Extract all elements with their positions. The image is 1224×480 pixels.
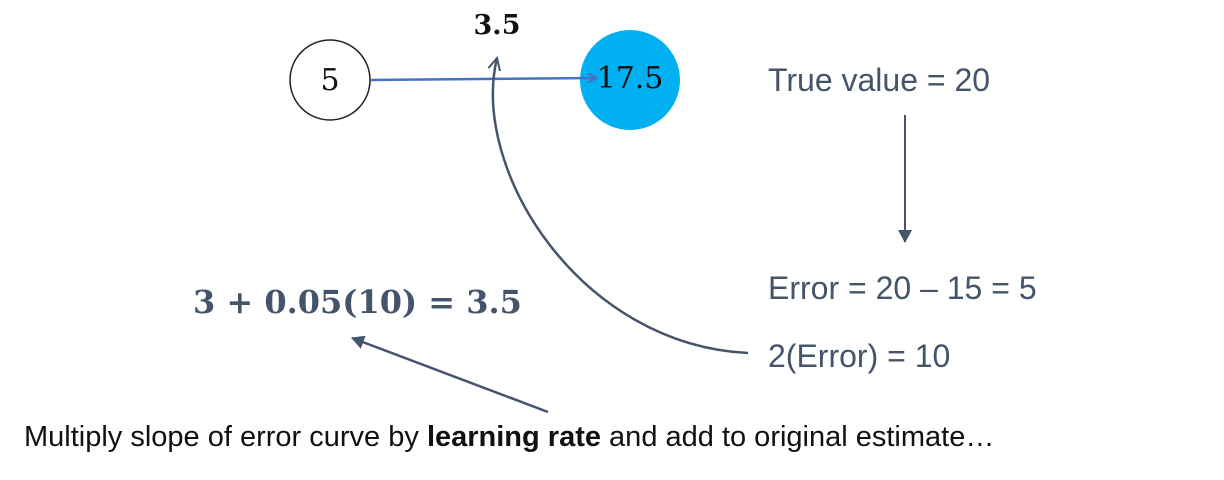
error-label: Error = 20 – 15 = 5 [768, 270, 1037, 306]
input-node [289, 39, 371, 121]
caption-text-before: Multiply slope of error curve by [24, 421, 427, 453]
caption-to-equation-arrow [351, 335, 549, 414]
slope-label: 2(Error) = 10 [768, 338, 951, 374]
weight-label: 3.5 [473, 10, 521, 41]
caption-text-bold: learning rate [426, 421, 601, 453]
update-equation: 3 + 0.05(10) = 3.5 [193, 283, 522, 321]
caption-text-after: and add to original estimate… [601, 421, 995, 453]
caption: Multiply slope of error curve by learnin… [24, 423, 994, 452]
input-node-label: 5 [320, 63, 340, 98]
output-node [580, 30, 680, 130]
true-value-label: True value = 20 [768, 62, 991, 98]
connection-arrow [370, 78, 596, 80]
slope-to-weight-arrow [493, 58, 749, 355]
output-node-label: 17.5 [596, 61, 664, 96]
